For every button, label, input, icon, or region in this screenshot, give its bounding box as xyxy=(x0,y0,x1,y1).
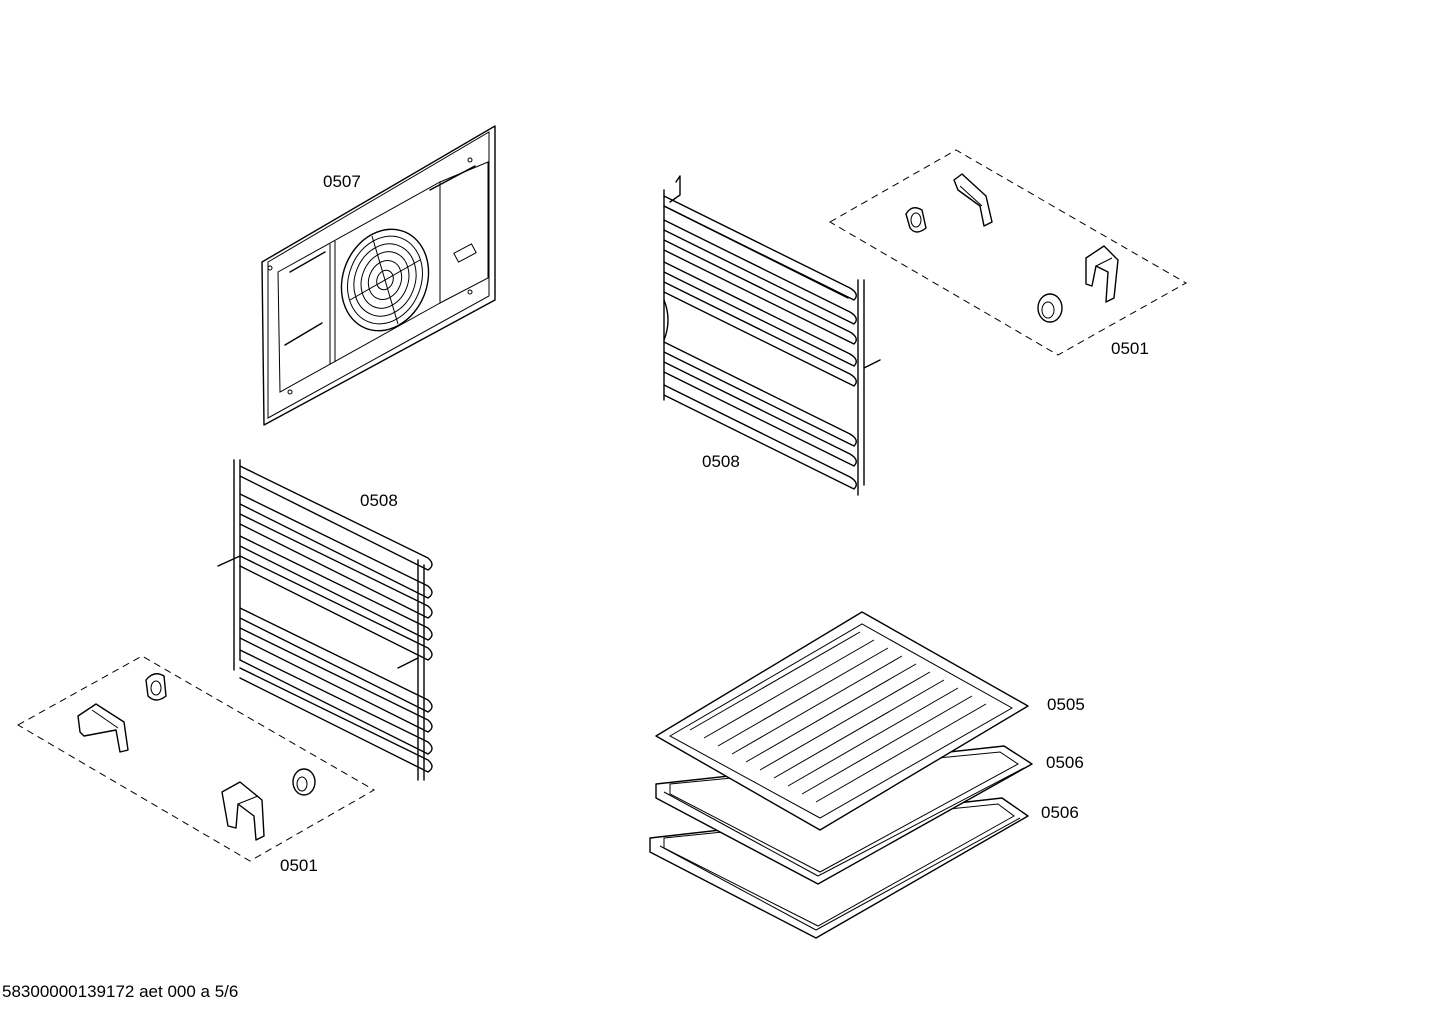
clip-kit-left xyxy=(16,655,376,862)
clip-holder-icon xyxy=(1085,245,1119,303)
part-label-back-panel: 0507 xyxy=(323,172,361,191)
clip-holder-icon xyxy=(221,781,265,841)
part-label-clips-right: 0501 xyxy=(1111,339,1149,358)
part-label-rack-right: 0508 xyxy=(702,452,740,471)
side-rack-right xyxy=(663,175,881,496)
clip-bracket-icon xyxy=(953,173,993,227)
rack-rails-left xyxy=(239,465,433,773)
part-label-clips-left: 0501 xyxy=(280,856,318,875)
rack-rails-right xyxy=(663,195,857,490)
clip-bracket-icon xyxy=(77,703,129,753)
clip-nut-icon xyxy=(1037,293,1063,323)
clip-knob-icon xyxy=(905,207,927,233)
grid-wires xyxy=(689,631,987,803)
part-label-tray-upper: 0506 xyxy=(1046,753,1084,772)
document-footer-id: 58300000139172 aet 000 a 5/6 xyxy=(2,982,239,1001)
part-label-tray-lower: 0506 xyxy=(1041,803,1079,822)
part-label-rack-left: 0508 xyxy=(360,491,398,510)
part-label-grid-shelf: 0505 xyxy=(1047,695,1085,714)
back-panel-fan xyxy=(261,125,496,426)
clip-nut-icon xyxy=(292,768,316,796)
fan-icon xyxy=(340,228,430,332)
clip-kit-right xyxy=(829,149,1188,356)
side-rack-left xyxy=(217,459,433,781)
clip-knob-icon xyxy=(145,673,167,701)
wire-grid-shelf xyxy=(655,611,1029,831)
